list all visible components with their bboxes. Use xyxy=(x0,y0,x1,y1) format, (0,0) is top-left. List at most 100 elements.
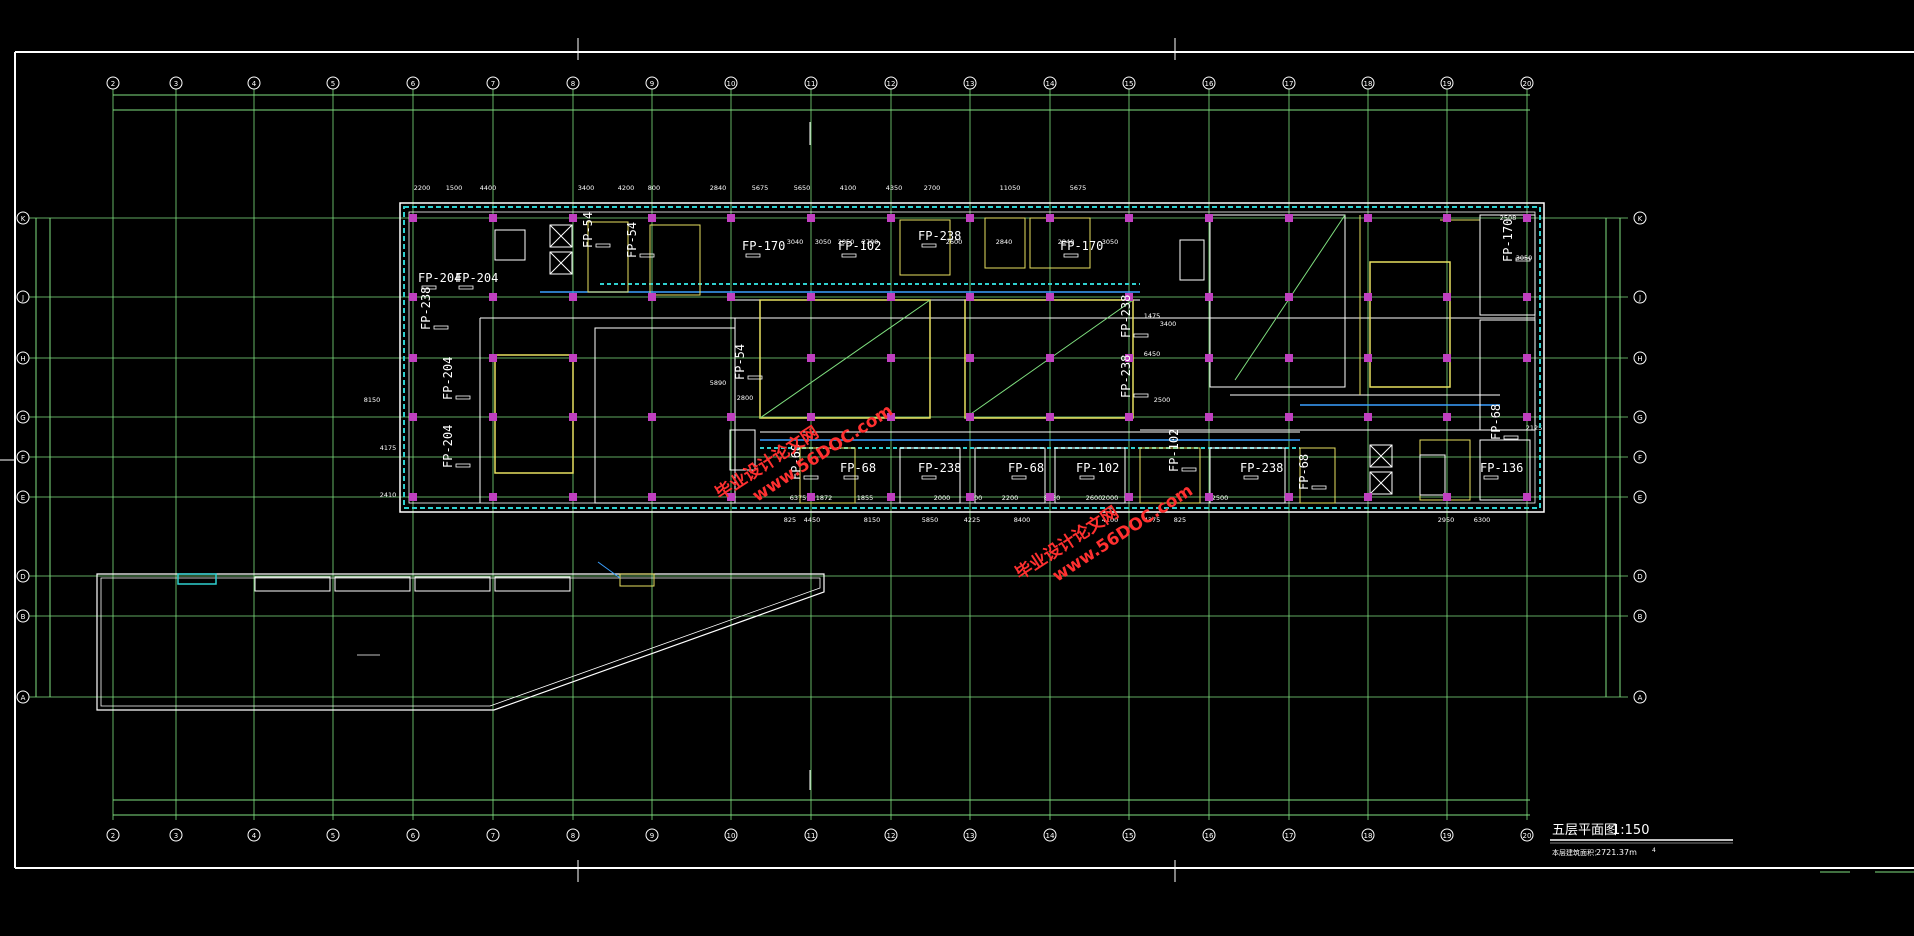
axis-label-left-G: G xyxy=(20,414,25,422)
axis-label-top-19: 19 xyxy=(1443,80,1452,88)
column-47 xyxy=(1125,493,1133,501)
axis-grid-horizontal xyxy=(28,217,1628,698)
fp-label-10: FP-54 xyxy=(625,222,639,258)
fp-label-20: FP-238 xyxy=(1240,461,1283,475)
fp-device-symbol-15 xyxy=(843,475,859,480)
axis-label-right-F: F xyxy=(1638,454,1642,462)
axis-bubble-bottom-4 xyxy=(247,828,261,842)
dimension-lower-9: 2950 xyxy=(1438,516,1455,524)
dimension-upper-0: 2200 xyxy=(414,184,431,192)
column-20 xyxy=(727,293,735,301)
stairs-and-elevators xyxy=(494,224,1446,496)
fp-device-symbol-2 xyxy=(433,325,449,330)
fp-device-symbol-18 xyxy=(1079,475,1095,480)
column-27 xyxy=(807,493,815,501)
axis-label-left-E: E xyxy=(21,494,25,502)
column-72 xyxy=(1523,493,1531,501)
axis-bubble-left-A xyxy=(16,690,30,704)
axis-label-right-H: H xyxy=(1637,355,1642,363)
axis-label-top-4: 4 xyxy=(252,80,257,88)
axis-bubble-top-5 xyxy=(326,76,340,90)
axis-label-top-10: 10 xyxy=(727,80,736,88)
axis-bubble-right-K xyxy=(1633,211,1647,225)
dimension-misc-7: 3050 xyxy=(1102,238,1119,246)
fp-label-22: FP-170 xyxy=(1501,219,1515,262)
fp-label-19: FP-102 xyxy=(1167,429,1181,472)
fp-device-symbol-13 xyxy=(1133,393,1149,398)
column-64 xyxy=(1443,293,1451,301)
column-1 xyxy=(409,293,417,301)
column-50 xyxy=(1205,354,1213,362)
fp-device-symbol-19 xyxy=(1181,467,1197,472)
column-4 xyxy=(409,493,417,501)
axis-bubble-top-16 xyxy=(1202,76,1216,90)
axis-bubble-top-20 xyxy=(1520,76,1534,90)
axis-bubble-top-3 xyxy=(169,76,183,90)
fp-label-12: FP-238 xyxy=(1119,295,1133,338)
axis-label-left-B: B xyxy=(21,613,26,621)
column-19 xyxy=(727,214,735,222)
column-8 xyxy=(489,413,497,421)
axis-bubble-left-G xyxy=(16,410,30,424)
axis-label-bottom-20: 20 xyxy=(1523,832,1532,840)
fp-device-symbol-12 xyxy=(1133,333,1149,338)
fp-device-symbol-23 xyxy=(1503,435,1519,440)
axis-bubble-top-9 xyxy=(645,76,659,90)
axis-bubble-right-B xyxy=(1633,609,1647,623)
column-44 xyxy=(1125,293,1133,301)
axis-bubble-left-E xyxy=(16,490,30,504)
column-56 xyxy=(1285,413,1293,421)
column-59 xyxy=(1364,293,1372,301)
dimension-misc-6: 2840 xyxy=(1058,238,1075,246)
drawing-title: 五层平面图 xyxy=(1552,823,1617,838)
fp-label-5: FP-170 xyxy=(742,239,785,253)
column-58 xyxy=(1364,214,1372,222)
dimension-lower-2: 8150 xyxy=(864,516,881,524)
dimension-misc-1: 3050 xyxy=(815,238,832,246)
dimension-misc-19: 2125 xyxy=(1526,424,1543,432)
fp-device-symbol-14 xyxy=(803,475,819,480)
column-53 xyxy=(1285,214,1293,222)
axis-bubble-top-4 xyxy=(247,76,261,90)
column-37 xyxy=(966,493,974,501)
column-70 xyxy=(1523,354,1531,362)
column-41 xyxy=(1046,413,1054,421)
dimension-lower-8: 825 xyxy=(1174,516,1186,524)
column-60 xyxy=(1364,354,1372,362)
column-7 xyxy=(489,354,497,362)
column-3 xyxy=(409,413,417,421)
fp-device-symbol-7 xyxy=(921,243,937,248)
column-26 xyxy=(807,413,815,421)
dimension-misc-13: 1475 xyxy=(1144,312,1161,320)
axis-label-top-14: 14 xyxy=(1046,80,1055,88)
dimension-upper-10: 4350 xyxy=(886,184,903,192)
dimension-misc-20: 6375 xyxy=(790,494,807,502)
column-52 xyxy=(1205,493,1213,501)
axis-label-bottom-16: 16 xyxy=(1205,832,1214,840)
dimension-lower-7: 4375 xyxy=(1144,516,1161,524)
dimension-misc-25: 2200 xyxy=(1002,494,1019,502)
fp-device-symbol-11 xyxy=(747,375,763,380)
axis-bubble-top-18 xyxy=(1361,76,1375,90)
dimension-misc-28: 2000 xyxy=(1102,494,1119,502)
axis-label-bottom-7: 7 xyxy=(491,832,495,840)
axis-label-bottom-6: 6 xyxy=(411,832,416,840)
axis-bubble-left-J xyxy=(16,290,30,304)
column-30 xyxy=(887,354,895,362)
axis-label-left-A: A xyxy=(21,694,26,702)
axis-label-bottom-4: 4 xyxy=(252,832,257,840)
axis-label-bottom-3: 3 xyxy=(174,832,178,840)
dimension-misc-29: 2500 xyxy=(1212,494,1229,502)
fp-device-symbol-0 xyxy=(421,285,437,290)
column-16 xyxy=(648,293,656,301)
column-65 xyxy=(1443,354,1451,362)
axis-bubble-bottom-5 xyxy=(326,828,340,842)
area-unit-superscript: 4 xyxy=(1652,847,1656,854)
column-24 xyxy=(807,293,815,301)
axis-bubble-right-A xyxy=(1633,690,1647,704)
fp-device-symbol-4 xyxy=(455,463,471,468)
dimension-lower-0: 825 xyxy=(784,516,796,524)
column-42 xyxy=(1046,493,1054,501)
fp-label-15: FP-68 xyxy=(840,461,876,475)
